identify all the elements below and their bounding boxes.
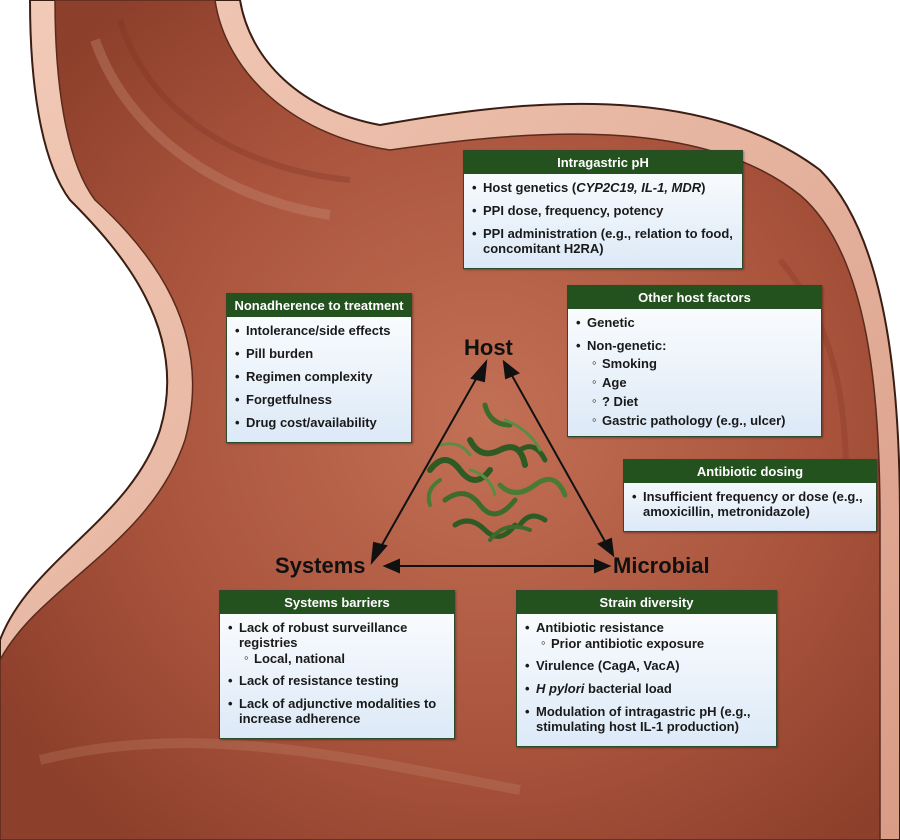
list-item: Lack of robust surveillance registries: [228, 620, 446, 650]
box-antibiotic-dosing: Antibiotic dosing Insufficient frequency…: [623, 459, 877, 532]
sub-list-item: Gastric pathology (e.g., ulcer): [592, 412, 813, 428]
box-title: Antibiotic dosing: [624, 460, 876, 483]
list-item: Intolerance/side effects: [235, 323, 403, 338]
box-nonadherence: Nonadherence to treatment Intolerance/si…: [226, 293, 412, 443]
arrow-host-microbial: [509, 371, 608, 546]
list-item: Genetic: [576, 315, 813, 330]
list-item: Drug cost/availability: [235, 415, 403, 430]
arrowhead-microbial-top-icon: [597, 537, 615, 558]
list-item: Antibiotic resistance: [525, 620, 768, 635]
sub-list-item: Smoking: [592, 355, 813, 371]
box-title: Systems barriers: [220, 591, 454, 614]
box-title: Intragastric pH: [464, 151, 742, 174]
sub-list-item: Local, national: [244, 650, 446, 666]
sub-list-item: Age: [592, 374, 813, 390]
list-item: H pylori bacterial load: [525, 681, 768, 696]
list-item: Regimen complexity: [235, 369, 403, 384]
arrowhead-host-left-icon: [470, 358, 488, 383]
list-item: Host genetics (CYP2C19, IL-1, MDR): [472, 180, 734, 195]
box-intragastric-ph: Intragastric pH Host genetics (CYP2C19, …: [463, 150, 743, 269]
list-item: Pill burden: [235, 346, 403, 361]
box-title: Strain diversity: [517, 591, 776, 614]
arrowhead-microbial-right-icon: [594, 558, 612, 574]
relationship-arrows: [370, 358, 615, 574]
box-systems-barriers: Systems barriers Lack of robust surveill…: [219, 590, 455, 739]
sub-list-item: ? Diet: [592, 393, 813, 409]
node-host: Host: [464, 335, 513, 360]
box-title: Nonadherence to treatment: [227, 294, 411, 317]
arrowhead-systems-top-icon: [370, 541, 388, 566]
list-item: Virulence (CagA, VacA): [525, 658, 768, 673]
sub-list-item: Prior antibiotic exposure: [541, 635, 768, 651]
list-item: Lack of adjunctive modalities to increas…: [228, 696, 446, 726]
arrowhead-systems-left-icon: [382, 558, 400, 574]
list-item: Modulation of intragastric pH (e.g., sti…: [525, 704, 768, 734]
list-item: PPI administration (e.g., relation to fo…: [472, 226, 734, 256]
list-item: Forgetfulness: [235, 392, 403, 407]
node-microbial: Microbial: [613, 553, 710, 578]
box-strain-diversity: Strain diversity Antibiotic resistance P…: [516, 590, 777, 747]
node-systems: Systems: [275, 553, 366, 578]
arrow-systems-host: [377, 371, 481, 553]
list-item: Non-genetic:: [576, 338, 813, 353]
box-title: Other host factors: [568, 286, 821, 309]
arrowhead-host-right-icon: [502, 359, 520, 380]
list-item: Insufficient frequency or dose (e.g., am…: [632, 489, 868, 519]
box-other-host-factors: Other host factors Genetic Non-genetic: …: [567, 285, 822, 437]
bacteria-cluster-icon: [426, 402, 568, 542]
list-item: PPI dose, frequency, potency: [472, 203, 734, 218]
list-item: Lack of resistance testing: [228, 673, 446, 688]
